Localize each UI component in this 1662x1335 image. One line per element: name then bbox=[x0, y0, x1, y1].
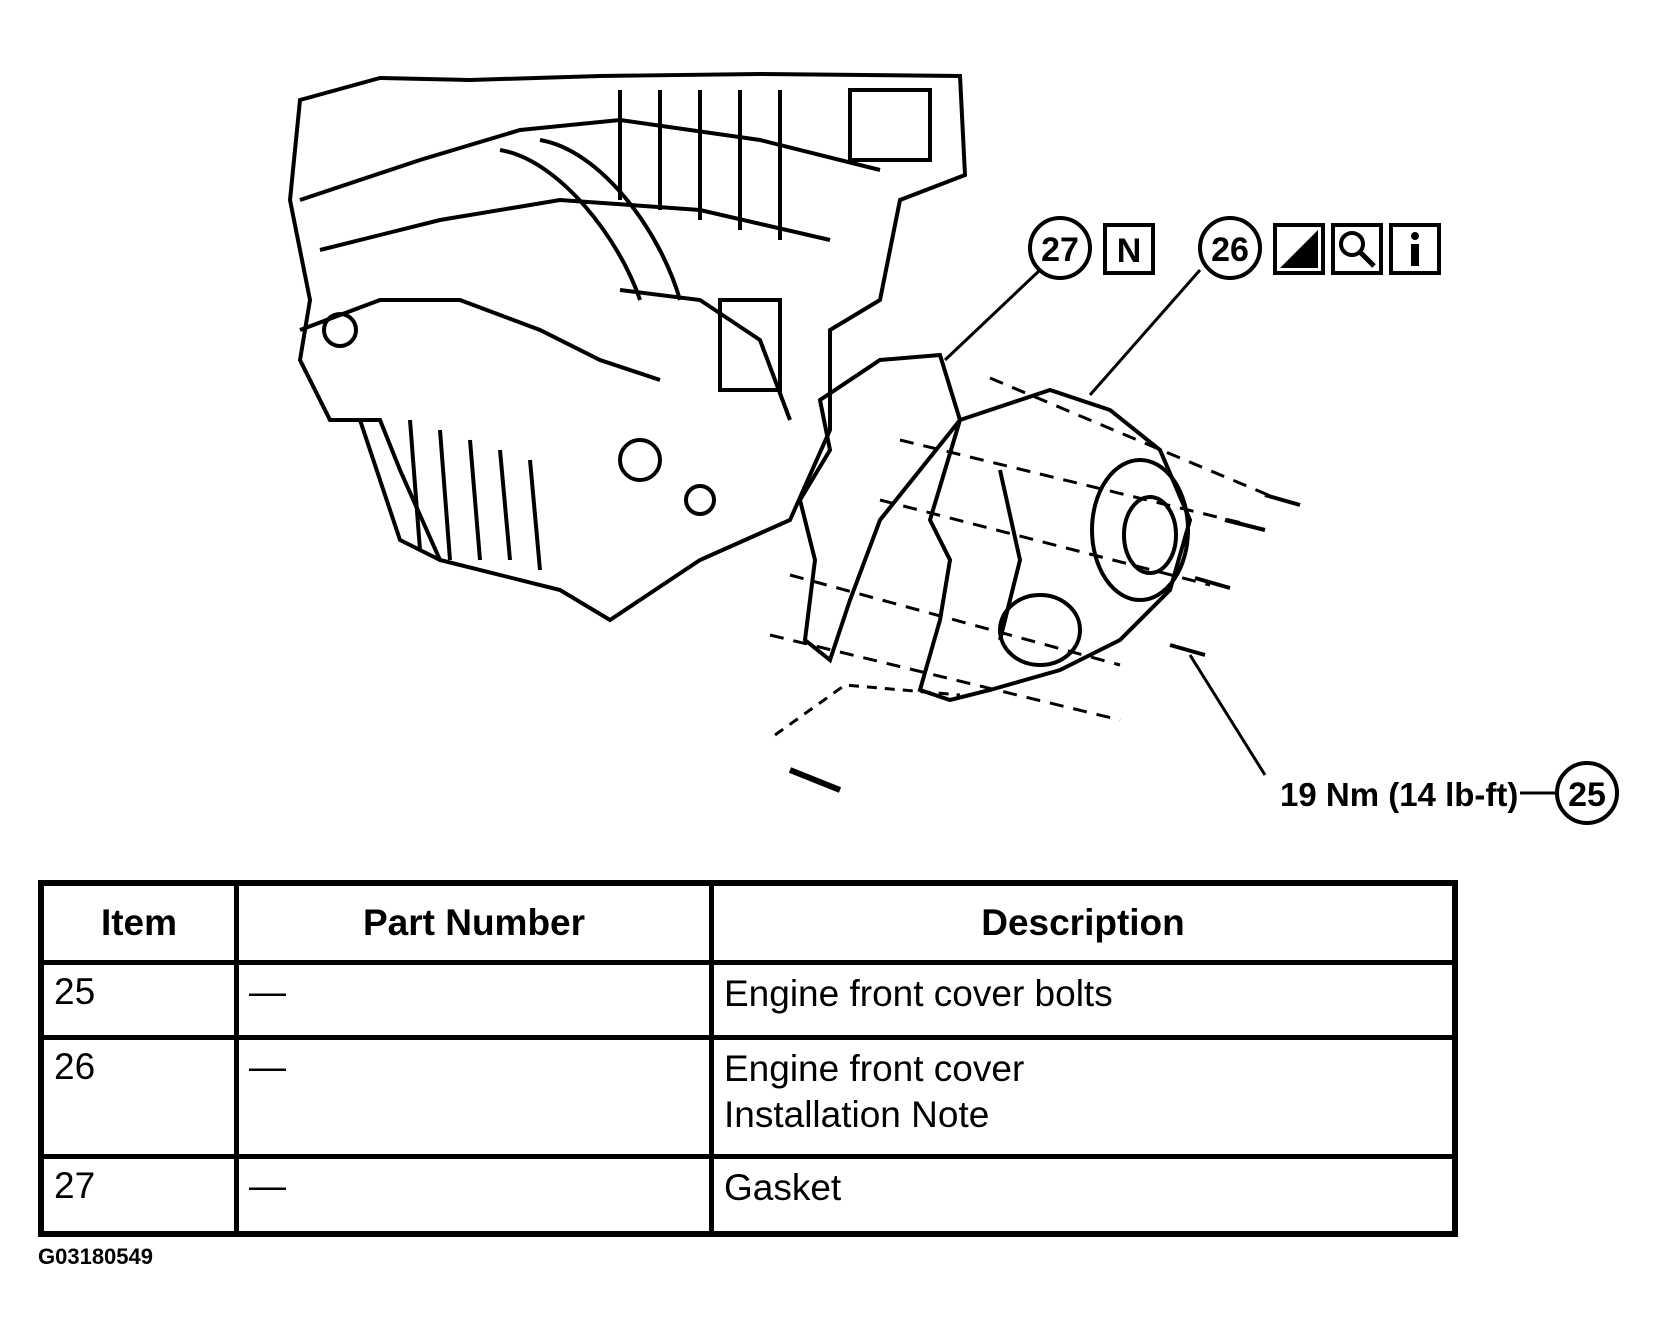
table-header-row: Item Part Number Description bbox=[38, 880, 1458, 965]
table-row: 25 — Engine front cover bolts bbox=[38, 960, 1458, 1040]
new-part-icon bbox=[1103, 223, 1155, 275]
description-line: Engine front cover bolts bbox=[724, 973, 1113, 1014]
new-part-icon-label: N bbox=[1117, 232, 1142, 270]
callout-26: 26 bbox=[1198, 216, 1441, 280]
torque-spec-text: 19 Nm (14 lb-ft) bbox=[1280, 776, 1518, 813]
engine-block-drawing bbox=[287, 71, 968, 623]
table-row: 26 — Engine front cover Installation Not… bbox=[38, 1035, 1458, 1159]
description-line: Engine front cover bbox=[724, 1048, 1025, 1089]
item-cell: 27 bbox=[38, 1154, 239, 1237]
header-description: Description bbox=[709, 880, 1458, 965]
figure-code: G03180549 bbox=[38, 1244, 153, 1269]
leader-lines bbox=[943, 268, 1555, 795]
callout-25: 19 Nm (14 lb-ft) 25 bbox=[1280, 761, 1619, 825]
bolt-alignment-lines bbox=[769, 376, 1281, 722]
gasket-drawing bbox=[797, 352, 963, 664]
magnifier-icon bbox=[1331, 223, 1383, 275]
part-number-cell: — bbox=[234, 1035, 714, 1159]
part-number-cell: — bbox=[234, 960, 714, 1040]
description-cell: Engine front cover Installation Note bbox=[709, 1035, 1458, 1159]
front-cover-bolts bbox=[774, 493, 1301, 793]
callout-26-number: 26 bbox=[1211, 231, 1249, 269]
callout-27-number: 27 bbox=[1041, 231, 1079, 269]
part-number-cell: — bbox=[234, 1154, 714, 1237]
description-line: Gasket bbox=[724, 1167, 842, 1208]
callout-27: 27 N bbox=[1028, 216, 1155, 280]
table-row: 27 — Gasket bbox=[38, 1154, 1458, 1237]
callout-25-number: 25 bbox=[1568, 776, 1606, 814]
parts-table: Item Part Number Description 25 — Engine… bbox=[38, 880, 1458, 1237]
description-line: Installation Note bbox=[724, 1094, 990, 1135]
front-cover-drawing bbox=[917, 387, 1193, 703]
header-part-number: Part Number bbox=[234, 880, 714, 965]
item-cell: 26 bbox=[38, 1035, 239, 1159]
torque-wrench-icon bbox=[1273, 223, 1325, 275]
engine-front-cover-illustration: 27 N 26 19 Nm (14 lb-ft) 25 bbox=[287, 71, 1619, 825]
description-cell: Gasket bbox=[709, 1154, 1458, 1237]
item-cell: 25 bbox=[38, 960, 239, 1040]
header-item: Item bbox=[38, 880, 239, 965]
description-cell: Engine front cover bolts bbox=[709, 960, 1458, 1040]
info-icon bbox=[1389, 223, 1441, 275]
